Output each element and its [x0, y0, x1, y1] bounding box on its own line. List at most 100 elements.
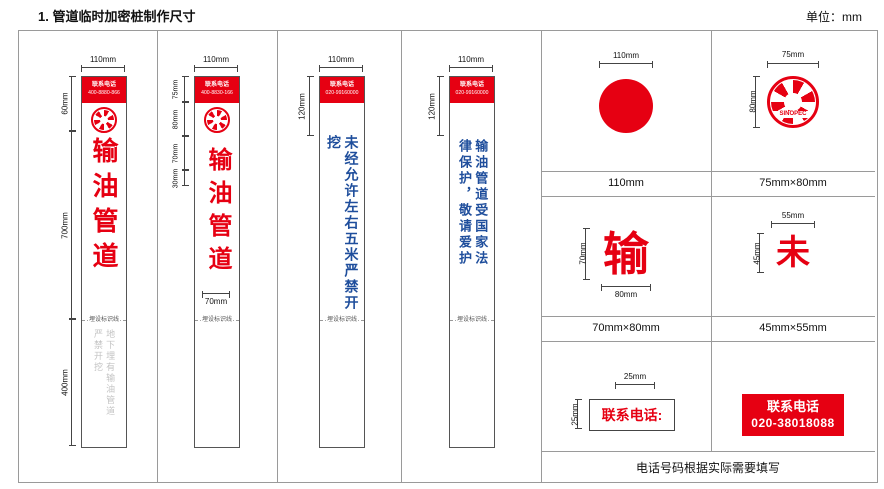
dimension-line — [202, 291, 230, 298]
dimension-label: 25mm — [623, 372, 647, 381]
dimension-line — [182, 102, 189, 136]
dimension-label: 400mm — [60, 369, 70, 396]
dimension-line — [601, 284, 651, 291]
pile-body: 联系电话 020-99160000 输油管道受国家法律保护，敬请爱护 埋设标识线 — [449, 76, 495, 448]
logo-brand-text: SINOPEC — [770, 111, 816, 118]
pile-text-wrap: 未经允许左右五米严禁开挖 — [320, 135, 364, 325]
pile-body-text: 未经允许左右五米严禁开挖 — [326, 135, 360, 311]
dimension-line — [449, 65, 493, 72]
dimension-label: 80mm — [172, 109, 180, 130]
dimension-line — [319, 65, 363, 72]
drawing-area: 110mm 联系电话 400-8880-866 输油管道 埋设标识线 地下埋有输… — [18, 30, 878, 483]
phone-text: 联系电话: — [601, 407, 663, 423]
pile-text-wrap: 输油管道 — [195, 147, 239, 307]
dimension-label: 700mm — [60, 212, 70, 239]
divider — [541, 341, 875, 342]
dimension-label: 75mm — [781, 50, 805, 59]
phone-number: 020-99160000 — [455, 90, 489, 96]
pile-body-text: 输油管道 — [89, 137, 119, 277]
buried-text: 地下埋有输油管道严禁开挖 — [93, 329, 116, 417]
dimension-label: 110mm — [612, 51, 640, 60]
dimension-line — [771, 221, 815, 228]
dimension-line — [81, 65, 125, 72]
caption: 75mm×80mm — [759, 177, 827, 189]
phone-number: 400-8830-166 — [201, 90, 233, 96]
dimension-line — [182, 76, 189, 102]
divider — [541, 171, 875, 172]
dimension-line — [69, 319, 76, 446]
dimension-label: 70mm — [204, 297, 228, 306]
dimension-label: 60mm — [60, 92, 70, 115]
phone-note: 电话号码根据实际需要填写 — [635, 461, 780, 475]
divider — [541, 31, 542, 482]
divider — [277, 31, 278, 482]
phone-text-box: 联系电话: — [589, 399, 675, 431]
divider — [711, 31, 712, 451]
dimension-label: 120mm — [427, 93, 437, 120]
phone-label: 联系电话 — [459, 82, 484, 88]
pile-body: 联系电话 400-8830-166 输油管道 埋设标识线 — [194, 76, 240, 448]
dimension-label: 110mm — [327, 55, 355, 64]
caption: 110mm — [608, 177, 644, 189]
red-circle-detail — [599, 79, 653, 133]
divider — [541, 196, 875, 197]
pile-phone-header: 联系电话 400-8830-166 — [195, 77, 239, 103]
burial-marker-label: 埋设标识线 — [455, 317, 488, 323]
burial-marker-label: 埋设标识线 — [87, 317, 120, 323]
dimension-label: 55mm — [781, 211, 805, 220]
caption: 45mm×55mm — [759, 322, 827, 334]
sinopec-logo-detail: SINOPEC — [767, 76, 819, 128]
pile-phone-header: 联系电话 020-99160000 — [450, 77, 494, 103]
buried-text-wrap: 地下埋有输油管道严禁开挖 — [82, 329, 126, 419]
dimension-line — [575, 399, 582, 429]
dimension-line — [615, 382, 655, 389]
dimension-line — [767, 61, 819, 68]
dimension-label: 30mm — [172, 168, 180, 189]
dimension-label: 80mm — [614, 290, 638, 299]
phone-number: 400-8880-866 — [88, 90, 120, 96]
dimension-line — [69, 131, 76, 319]
dimension-label: 45mm — [752, 242, 762, 265]
phone-label: 联系电话 — [91, 82, 116, 88]
logo-rays — [207, 110, 227, 130]
dimension-label: 110mm — [89, 55, 117, 64]
dimension-label: 120mm — [297, 93, 307, 120]
caption: 70mm×80mm — [592, 322, 660, 334]
dimension-label: 25mm — [570, 403, 580, 426]
unit-label: 单位：mm — [806, 10, 862, 24]
logo-rays — [94, 110, 114, 130]
char-shu-detail: 输 — [603, 228, 649, 280]
pile-phone-header: 联系电话 400-8880-866 — [82, 77, 126, 103]
phone-label: 联系电话 — [204, 82, 229, 88]
dimension-line — [753, 76, 760, 128]
phone-plate-number: 020-38018088 — [751, 416, 835, 430]
burial-marker-label: 埋设标识线 — [325, 317, 358, 323]
dimension-line — [182, 170, 189, 186]
burial-marker-label: 埋设标识线 — [200, 317, 233, 323]
dimension-label: 70mm — [578, 242, 588, 265]
dimension-line — [69, 76, 76, 131]
dimension-line — [194, 65, 238, 72]
phone-plate-label: 联系电话 — [766, 399, 819, 414]
phone-label: 联系电话 — [329, 82, 354, 88]
pile-body: 联系电话 020-99160000 未经允许左右五米严禁开挖 埋设标识线 — [319, 76, 365, 448]
dimension-line — [757, 233, 764, 273]
pile-body-text: 输油管道受国家法律保护，敬请爱护 — [457, 139, 489, 267]
dimension-line — [583, 228, 590, 280]
dimension-line — [437, 76, 444, 136]
dimension-label: 110mm — [202, 55, 230, 64]
divider — [541, 451, 875, 452]
dimension-line — [307, 76, 314, 136]
dimension-label: 80mm — [748, 90, 758, 113]
divider — [541, 316, 875, 317]
dimension-line — [182, 136, 189, 170]
sinopec-logo-icon — [204, 107, 230, 133]
dimension-line — [599, 61, 653, 68]
page-title: 1. 管道临时加密桩制作尺寸 — [38, 9, 196, 24]
pile-body-text: 输油管道 — [204, 147, 231, 279]
pile-text-wrap: 输油管道受国家法律保护，敬请爱护 — [450, 139, 494, 271]
pile-phone-header: 联系电话 020-99160000 — [320, 77, 364, 103]
divider — [157, 31, 158, 482]
phone-number: 020-99160000 — [325, 90, 359, 96]
